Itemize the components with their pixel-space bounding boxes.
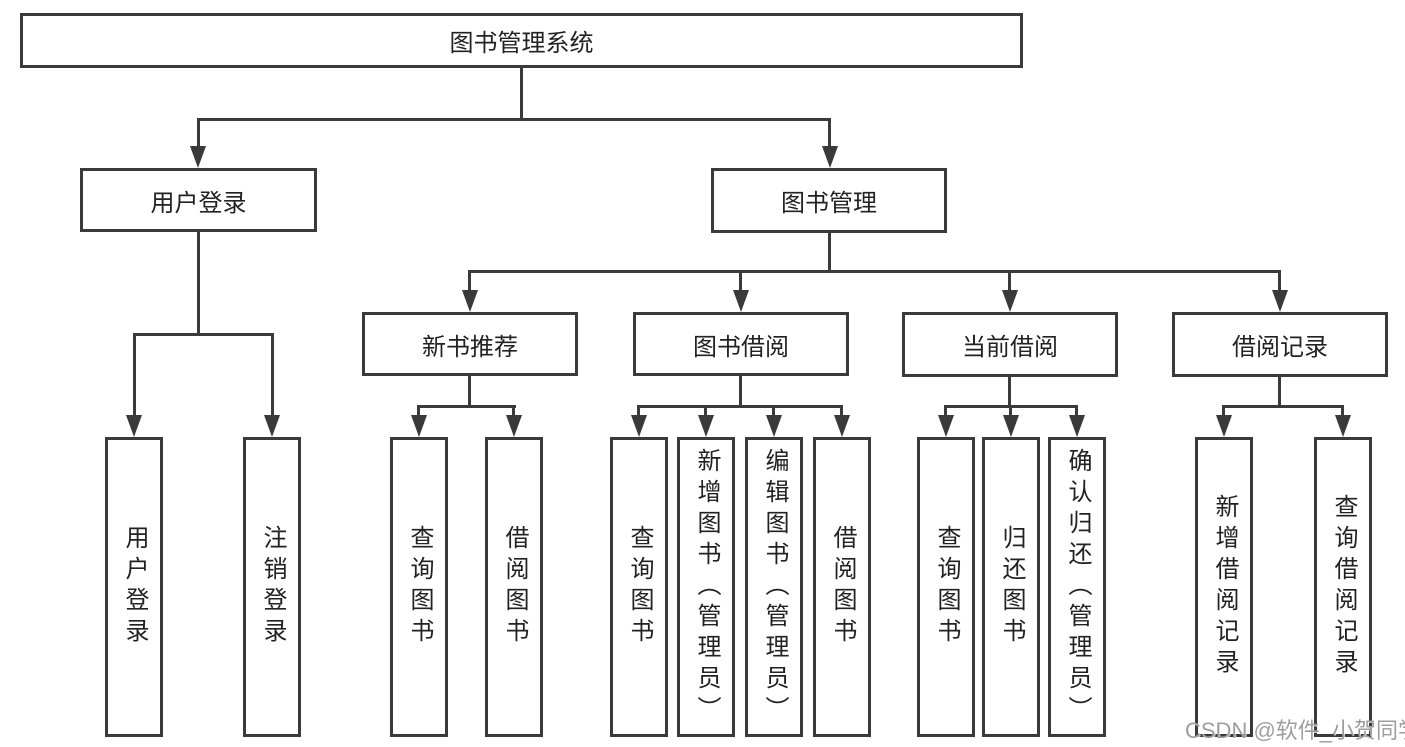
leaf-borrow-books-2: 借阅图书 — [813, 437, 871, 737]
connector-leaf-drop — [133, 333, 136, 417]
leaf-query-books-3: 查询图书 — [917, 437, 975, 737]
leaf-query-borrow-record: 查询借阅记录 — [1314, 437, 1372, 737]
connector-book-mgmt-drop — [828, 118, 831, 150]
leaf-label: 确认归还（管理员） — [1064, 447, 1091, 727]
leaf-query-books-2: 查询图书 — [610, 437, 668, 737]
watermark: CSDN @软件_小贺同学 — [1185, 718, 1405, 743]
arrowhead-leaf-icon — [766, 415, 782, 437]
connector-user-login-stem — [197, 232, 200, 335]
connector-leaf-drop — [271, 333, 274, 417]
leaf-label: 新增借阅记录 — [1211, 494, 1238, 680]
connector-new-books-stem — [468, 376, 471, 407]
arrowhead-leaf-icon — [938, 415, 954, 437]
node-records: 借阅记录 — [1172, 312, 1388, 377]
node-user-login-label: 用户登录 — [150, 189, 247, 217]
connector-leaf-drop — [840, 405, 843, 417]
arrowhead-borrowing-icon — [733, 290, 749, 312]
leaf-label: 归还图书 — [998, 525, 1025, 649]
connector-new-books-bar — [417, 405, 516, 408]
connector-level3-bar — [468, 270, 1281, 273]
connector-borrowing-bar — [637, 405, 843, 408]
connector-leaf-drop — [1075, 405, 1078, 417]
node-current: 当前借阅 — [902, 312, 1118, 377]
connector-records-stem — [1278, 377, 1281, 407]
leaf-borrow-books-1: 借阅图书 — [485, 437, 543, 737]
connector-leaf-drop — [944, 405, 947, 417]
connector-leaf-drop — [417, 405, 420, 417]
connector-new-books-drop — [468, 270, 471, 292]
arrowhead-leaf-icon — [631, 415, 647, 437]
node-borrowing-label: 图书借阅 — [693, 333, 789, 361]
leaf-label: 借阅图书 — [829, 525, 856, 649]
arrowhead-leaf-icon — [1216, 415, 1232, 437]
node-root-label: 图书管理系统 — [449, 30, 594, 57]
arrowhead-leaf-icon — [264, 415, 280, 437]
arrowhead-leaf-icon — [1335, 415, 1351, 437]
connector-leaf-drop — [1222, 405, 1225, 417]
connector-book-mgmt-stem — [828, 232, 831, 272]
connector-borrowing-stem — [739, 376, 742, 407]
node-user-login: 用户登录 — [80, 168, 317, 232]
connector-borrowing-drop — [739, 270, 742, 292]
connector-leaf-drop — [512, 405, 515, 417]
leaf-query-books-1: 查询图书 — [390, 437, 448, 737]
node-new-books-label: 新书推荐 — [422, 333, 518, 361]
connector-user-login-bar — [133, 333, 274, 336]
arrowhead-records-icon — [1272, 290, 1288, 312]
leaf-user-login: 用户登录 — [105, 437, 163, 737]
connector-leaf-drop — [704, 405, 707, 417]
leaf-edit-books-admin: 编辑图书（管理员） — [745, 437, 803, 737]
leaf-return-books: 归还图书 — [982, 437, 1040, 737]
arrowhead-new-books-icon — [462, 290, 478, 312]
leaf-label: 借阅图书 — [501, 525, 528, 649]
connector-leaf-drop — [1009, 405, 1012, 417]
node-records-label: 借阅记录 — [1232, 334, 1328, 361]
leaf-label: 注销登录 — [259, 525, 286, 649]
arrowhead-leaf-icon — [1003, 415, 1019, 437]
leaf-logout: 注销登录 — [243, 437, 301, 737]
leaf-label: 查询图书 — [626, 525, 653, 649]
node-book-mgmt-label: 图书管理 — [781, 190, 877, 217]
leaf-add-borrow-record: 新增借阅记录 — [1195, 437, 1253, 737]
arrowhead-leaf-icon — [698, 415, 714, 437]
node-new-books: 新书推荐 — [362, 312, 578, 376]
connector-current-drop — [1008, 270, 1011, 292]
arrowhead-current-icon — [1002, 290, 1018, 312]
leaf-label: 查询借阅记录 — [1330, 494, 1357, 680]
connector-leaf-drop — [772, 405, 775, 417]
arrowhead-user-login-icon — [190, 146, 206, 168]
arrowhead-book-mgmt-icon — [822, 146, 838, 168]
connector-root-stem — [520, 66, 523, 118]
leaf-label: 编辑图书（管理员） — [761, 447, 788, 727]
leaf-label: 用户登录 — [121, 525, 148, 649]
node-current-label: 当前借阅 — [962, 334, 1058, 361]
arrowhead-leaf-icon — [411, 415, 427, 437]
node-borrowing: 图书借阅 — [633, 312, 849, 376]
leaf-label: 查询图书 — [933, 525, 960, 649]
arrowhead-leaf-icon — [834, 415, 850, 437]
connector-current-stem — [1008, 377, 1011, 407]
arrowhead-leaf-icon — [1069, 415, 1085, 437]
leaf-confirm-return-admin: 确认归还（管理员） — [1048, 437, 1106, 737]
connector-records-drop — [1278, 270, 1281, 292]
connector-level2-bar — [197, 118, 831, 121]
connector-user-login-drop — [197, 118, 200, 150]
node-root: 图书管理系统 — [20, 13, 1023, 68]
connector-leaf-drop — [1341, 405, 1344, 417]
leaf-label: 查询图书 — [406, 525, 433, 649]
arrowhead-leaf-icon — [506, 415, 522, 437]
connector-records-bar — [1222, 405, 1344, 408]
leaf-add-books-admin: 新增图书（管理员） — [677, 437, 735, 737]
node-book-mgmt: 图书管理 — [711, 168, 947, 233]
leaf-label: 新增图书（管理员） — [693, 447, 720, 727]
connector-leaf-drop — [637, 405, 640, 417]
arrowhead-leaf-icon — [126, 415, 142, 437]
